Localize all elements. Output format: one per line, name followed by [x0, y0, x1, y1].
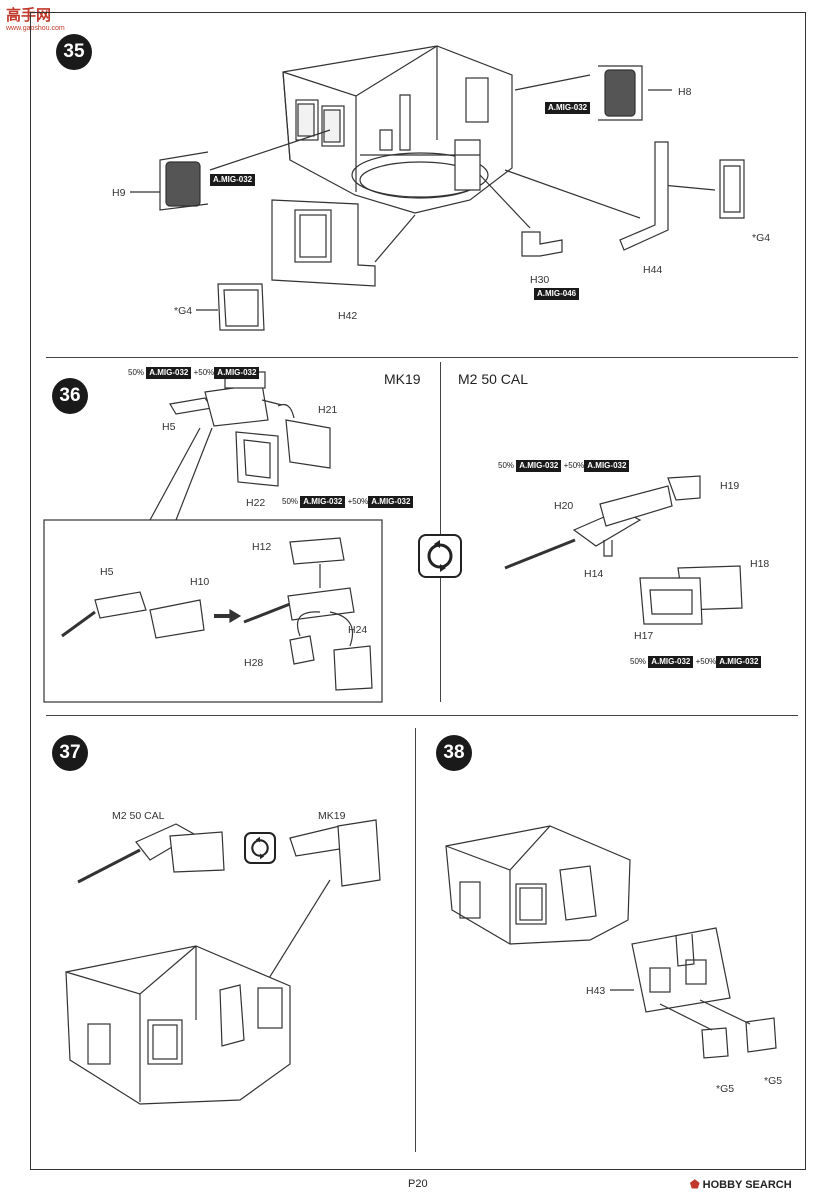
- part-label-g5-left: *G5: [716, 1083, 735, 1095]
- part-label-g4-right: *G4: [752, 232, 771, 244]
- part-label-h5-detail: H5: [100, 566, 114, 578]
- paint-tag: A.MIG-032: [368, 496, 414, 508]
- page-frame: [30, 12, 806, 1170]
- rotate-view-icon: [418, 534, 462, 578]
- rotate-view-icon-37: [244, 832, 276, 864]
- paint-tag: A.MIG-032: [648, 656, 694, 668]
- section-title-m2-37: M2 50 CAL: [112, 810, 165, 822]
- part-label-h10: H10: [190, 576, 210, 588]
- page-number: P20: [408, 1178, 428, 1190]
- brand-icon: ⬟: [690, 1179, 700, 1191]
- paint-tag: A.MIG-032: [300, 496, 346, 508]
- paint-mix-h22: 50% A.MIG-032 +50%A.MIG-032: [282, 496, 414, 508]
- paint-tag-h30: A.MIG-046: [534, 288, 580, 300]
- part-label-h30: H30: [530, 274, 550, 286]
- section-title-mk19-37: MK19: [318, 810, 346, 822]
- paint-mix-prefix: 50%: [128, 368, 145, 377]
- paint-mix-h17: 50% A.MIG-032 +50%A.MIG-032: [630, 656, 762, 668]
- part-label-g4-left: *G4: [174, 305, 193, 317]
- watermark-url: www.gaoshou.com: [6, 25, 65, 32]
- paint-mix-middle: +50%: [193, 368, 215, 377]
- section-title-mk19: MK19: [384, 371, 421, 387]
- watermark-logo: 高手网: [6, 7, 52, 24]
- rotate-arrows-icon: [427, 540, 453, 572]
- step-number-36: 36: [52, 378, 88, 414]
- paint-tag: A.MIG-032: [516, 460, 562, 472]
- divider-36-37: [46, 715, 798, 716]
- paint-mix-middle: +50%: [695, 657, 717, 666]
- paint-mix-h5: 50% A.MIG-032 +50%A.MIG-032: [128, 367, 260, 379]
- divider-mk19-m2: [440, 362, 441, 702]
- paint-tag-h8: A.MIG-032: [545, 102, 591, 114]
- step-number-38: 38: [436, 735, 472, 771]
- part-label-h24: H24: [348, 624, 368, 636]
- part-label-h20: H20: [554, 500, 574, 512]
- part-label-h21: H21: [318, 404, 338, 416]
- part-label-h42: H42: [338, 310, 358, 322]
- paint-tag: A.MIG-032: [716, 656, 762, 668]
- part-label-h12: H12: [252, 541, 272, 553]
- paint-mix-middle: +50%: [347, 497, 369, 506]
- brand-logo: ⬟ HOBBY SEARCH: [690, 1178, 792, 1191]
- part-label-h19: H19: [720, 480, 740, 492]
- part-label-h5: H5: [162, 421, 176, 433]
- part-label-h28: H28: [244, 657, 264, 669]
- paint-mix-prefix: 50%: [630, 657, 647, 666]
- rotate-arrows-icon: [251, 836, 269, 860]
- paint-tag: A.MIG-032: [214, 367, 260, 379]
- part-label-h43: H43: [586, 985, 606, 997]
- paint-tag: A.MIG-032: [146, 367, 192, 379]
- paint-mix-middle: +50%: [563, 461, 585, 470]
- paint-mix-h20: 50% A.MIG-032 +50%A.MIG-032: [498, 460, 630, 472]
- part-label-h44: H44: [643, 264, 663, 276]
- section-title-m2: M2 50 CAL: [458, 371, 529, 387]
- part-label-h18: H18: [750, 558, 770, 570]
- paint-mix-prefix: 50%: [498, 461, 515, 470]
- part-label-h14: H14: [584, 568, 604, 580]
- part-label-h17: H17: [634, 630, 654, 642]
- part-label-h9: H9: [112, 187, 126, 199]
- brand-name: HOBBY SEARCH: [702, 1179, 792, 1191]
- paint-mix-prefix: 50%: [282, 497, 299, 506]
- part-label-h22: H22: [246, 497, 266, 509]
- step-number-35: 35: [56, 34, 92, 70]
- watermark: 高手网 www.gaoshou.com: [6, 4, 65, 32]
- step-number-37: 37: [52, 735, 88, 771]
- paint-tag-h9: A.MIG-032: [210, 174, 256, 186]
- divider-37-38: [415, 728, 416, 1152]
- divider-35-36: [46, 357, 798, 358]
- part-label-g5-right: *G5: [764, 1075, 783, 1087]
- part-label-h8: H8: [678, 86, 692, 98]
- paint-tag: A.MIG-032: [584, 460, 630, 472]
